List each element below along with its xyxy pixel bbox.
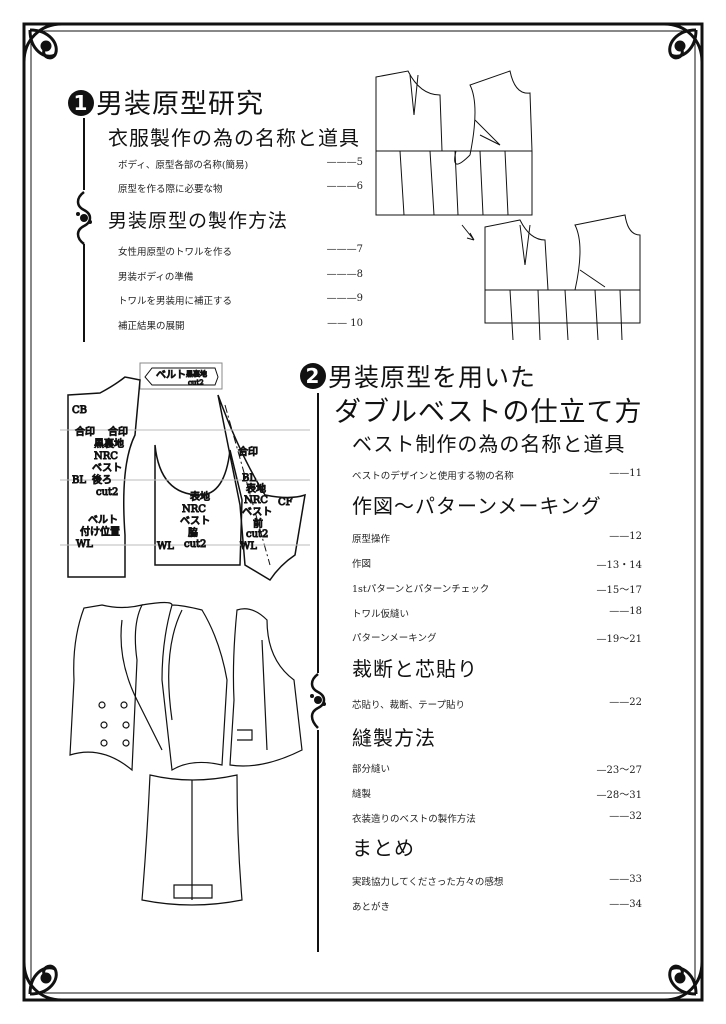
- section1-title-text: 男装原型研究: [96, 89, 264, 120]
- toc-item[interactable]: 縫製: [352, 789, 372, 800]
- divider-line: [83, 244, 85, 342]
- pattern-label: 合印: [75, 425, 95, 438]
- toc-item[interactable]: ボディ、原型各部の名称(簡易): [118, 160, 249, 171]
- toc-page: ——22: [609, 697, 642, 708]
- pattern-pieces-illustration: ベルト 黒裏地 cut2 CB 合印 合印 黒裏地 NRC ベスト BL 後ろ …: [60, 362, 310, 582]
- pattern-label: 黒裏地: [186, 369, 207, 378]
- section2-title-line2: ダブルベストの仕立て方: [334, 397, 643, 428]
- group-heading: 裁断と芯貼り: [352, 657, 478, 681]
- pattern-label: CB: [72, 405, 87, 416]
- toc-page: ——33: [609, 874, 642, 885]
- toc-page: ——34: [609, 899, 642, 910]
- toc-item[interactable]: 原型操作: [352, 534, 391, 545]
- divider-line: [317, 730, 319, 952]
- group-heading: ベスト制作の為の名称と道具: [352, 432, 626, 456]
- pattern-label: WL: [76, 539, 93, 550]
- toc-item[interactable]: 部分縫い: [352, 764, 391, 775]
- pattern-label: 表地: [246, 482, 266, 495]
- pattern-label: cut2: [184, 539, 206, 550]
- toc-page: —19〜21: [596, 634, 642, 645]
- pattern-label: ベスト: [180, 515, 210, 527]
- toc-page: —15〜17: [596, 585, 642, 596]
- toc-page: ——12: [609, 531, 642, 542]
- toc-item[interactable]: パターンメーキング: [352, 633, 437, 644]
- toc-item[interactable]: ベストのデザインと使用する物の名称: [352, 471, 514, 482]
- toc-item[interactable]: トワルを男装用に補正する: [118, 296, 233, 307]
- vest-illustration: [69, 601, 303, 906]
- divider-line: [83, 118, 85, 190]
- pattern-label: 合印: [108, 425, 128, 438]
- toc-item[interactable]: 原型を作る際に必要な物: [118, 184, 223, 195]
- toc-item[interactable]: 衣装造りのベストの製作方法: [352, 814, 476, 825]
- section1-number: 1: [68, 90, 94, 116]
- toc-item[interactable]: 男装ボディの準備: [118, 272, 194, 283]
- toc-item[interactable]: 芯貼り、裁断、テープ貼り: [352, 700, 466, 711]
- toc-item[interactable]: あとがき: [352, 902, 391, 913]
- pattern-label: ベルト: [88, 514, 118, 526]
- pattern-label: ベルト: [156, 369, 186, 381]
- toc-item[interactable]: 補正結果の展開: [118, 321, 185, 332]
- toc-item[interactable]: 女性用原型のトワルを作る: [118, 247, 233, 258]
- pattern-label: 付け位置: [80, 525, 120, 538]
- pattern-label: ベスト: [242, 506, 272, 518]
- flourish-icon: [76, 191, 92, 245]
- pattern-label: 表地: [190, 490, 210, 503]
- toc-page: ———9: [326, 293, 363, 304]
- pattern-label: BL: [72, 475, 86, 486]
- toc-item[interactable]: 1stパターンとパターンチェック: [352, 584, 490, 595]
- group-heading: 作図〜パターンメーキング: [352, 494, 602, 518]
- pattern-label: WL: [240, 541, 257, 552]
- pattern-label: cut2: [188, 379, 204, 387]
- toc-page: ———8: [326, 269, 363, 280]
- pattern-label: cut2: [96, 487, 118, 498]
- pattern-label: NRC: [182, 504, 206, 515]
- pattern-label: 合印: [238, 445, 258, 458]
- toc-page: ——32: [609, 811, 642, 822]
- pattern-label: 脇: [188, 527, 198, 539]
- group-heading: 衣服製作の為の名称と道具: [108, 126, 360, 150]
- pattern-label: NRC: [244, 495, 268, 506]
- toc-page: —23〜27: [596, 765, 642, 776]
- toc-page: —13・14: [596, 560, 642, 571]
- pattern-label: BL: [242, 473, 256, 484]
- section2-number: 2: [300, 363, 326, 389]
- toc-page: —— 10: [327, 318, 363, 329]
- pattern-label: 後ろ: [92, 473, 112, 486]
- toc-page: ——18: [609, 606, 642, 617]
- group-heading: まとめ: [352, 836, 415, 860]
- pattern-label: CF: [278, 497, 293, 508]
- flourish-icon: [310, 673, 326, 729]
- toc-page: ———5: [326, 157, 363, 168]
- toc-page: —28〜31: [596, 790, 642, 801]
- toc-page: ——11: [609, 468, 642, 479]
- pattern-label: WL: [157, 541, 174, 552]
- group-heading: 男装原型の製作方法: [108, 210, 289, 232]
- pattern-label: 黒裏地: [94, 437, 124, 450]
- pattern-label: NRC: [94, 451, 118, 462]
- pattern-label: 前: [253, 517, 263, 530]
- toc-page: ———6: [326, 181, 363, 192]
- section2-title-line1: 男装原型を用いた: [328, 363, 537, 392]
- group-heading: 縫製方法: [352, 726, 436, 750]
- toc-page: ———7: [326, 244, 363, 255]
- toc-item[interactable]: 作図: [352, 559, 372, 570]
- pattern-label: cut2: [246, 529, 268, 540]
- bodice-draft-illustration: [375, 70, 641, 341]
- pattern-label: ベスト: [92, 462, 122, 474]
- toc-item[interactable]: 実践協力してくださった方々の感想: [352, 877, 504, 888]
- toc-item[interactable]: トワル仮縫い: [352, 609, 410, 620]
- divider-line: [317, 393, 319, 673]
